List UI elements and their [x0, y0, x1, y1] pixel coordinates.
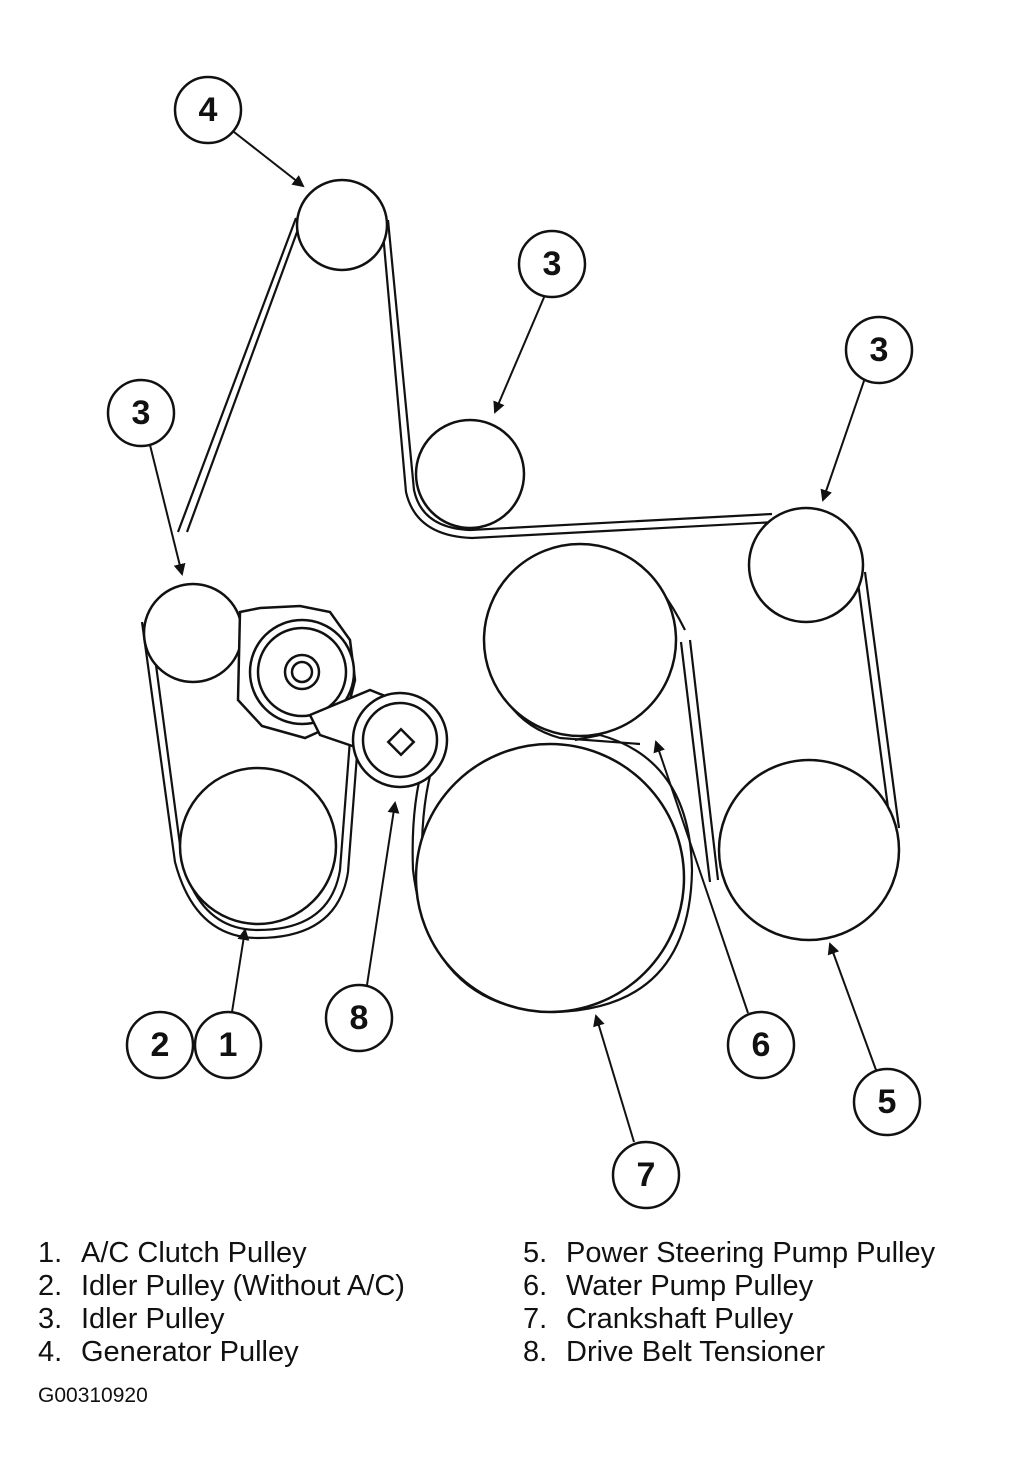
generator-pulley: [295, 178, 389, 272]
legend-label: Drive Belt Tensioner: [566, 1336, 825, 1368]
drive-belt-tensioner: [236, 604, 449, 789]
callout-5-bubble: [852, 1067, 922, 1137]
legend-label: Power Steering Pump Pulley: [566, 1237, 936, 1269]
callout-3-top-bubble: [517, 229, 587, 299]
callout-1-label: 1: [219, 1026, 238, 1064]
legend-item: 8. Drive Belt Tensioner: [523, 1336, 935, 1369]
callout-8-bubble: [324, 983, 394, 1053]
callout-5-label: 5: [878, 1083, 897, 1121]
legend-number: 3.: [38, 1303, 63, 1335]
leader-5: [827, 942, 877, 1071]
callout-6-label: 6: [752, 1026, 771, 1064]
leader-1: [231, 928, 250, 1013]
legend-label: Idler Pulley (Without A/C): [81, 1270, 405, 1302]
callout-2-bubble: [125, 1010, 195, 1080]
legend-number: 8.: [523, 1336, 548, 1368]
callout-6-bubble: [726, 1010, 796, 1080]
legend-number: 7.: [523, 1303, 548, 1335]
callout-7-bubble: [611, 1140, 681, 1210]
legend-item: 6. Water Pump Pulley: [523, 1270, 935, 1303]
legend-number: 2.: [38, 1270, 63, 1302]
legend-number: 6.: [523, 1270, 548, 1302]
power-steering-pump-pulley: [717, 758, 901, 942]
legend-item: 7. Crankshaft Pulley: [523, 1303, 935, 1336]
leader-3-left: [149, 444, 186, 576]
leader-3-top: [493, 294, 546, 414]
callout-3-top-label: 3: [543, 245, 562, 283]
leader-3-right: [820, 377, 866, 502]
legend-number: 5.: [523, 1237, 548, 1269]
idler-pulley-top: [414, 418, 526, 530]
crankshaft-pulley: [414, 742, 686, 1014]
leader-8: [366, 801, 400, 986]
legend-label: A/C Clutch Pulley: [81, 1237, 307, 1269]
legend-label: Water Pump Pulley: [566, 1270, 814, 1302]
leader-7: [593, 1014, 635, 1143]
leader-6: [653, 740, 749, 1014]
callout-7-label: 7: [637, 1156, 656, 1194]
legend-item: 4. Generator Pulley: [38, 1336, 405, 1369]
idler-pulley-left: [142, 582, 244, 684]
legend-left-column: 1. A/C Clutch Pulley 2. Idler Pulley (With…: [38, 1237, 405, 1369]
water-pump-pulley: [482, 542, 678, 738]
ac-clutch-pulley: [178, 766, 338, 926]
leader-4: [233, 131, 305, 188]
legend-label: Crankshaft Pulley: [566, 1303, 794, 1335]
legend-item: 5. Power Steering Pump Pulley: [523, 1237, 935, 1270]
callout-8-label: 8: [350, 999, 369, 1037]
legend-label: Generator Pulley: [81, 1336, 299, 1368]
callout-4-bubble: [173, 75, 243, 145]
callout-2-label: 2: [151, 1026, 170, 1064]
callout-3-left-label: 3: [132, 394, 151, 432]
callout-4-label: 4: [199, 91, 218, 129]
drive-belt-inner: [380, 221, 893, 831]
legend-number: 4.: [38, 1336, 63, 1368]
legend-label: Idler Pulley: [81, 1303, 225, 1335]
legend-item: 1. A/C Clutch Pulley: [38, 1237, 405, 1270]
figure-id: G00310920: [38, 1384, 148, 1407]
callout-3-right-bubble: [844, 315, 914, 385]
legend-number: 1.: [38, 1237, 63, 1269]
belt-routing-diagram: 4 3 3 3 2 1 8 6 5 7: [106, 75, 922, 1210]
legend-item: 2. Idler Pulley (Without A/C): [38, 1270, 405, 1303]
legend-right-column: 5. Power Steering Pump Pulley 6. Water Pum…: [523, 1237, 935, 1369]
callout-1-bubble: [193, 1010, 263, 1080]
idler-pulley-right: [747, 506, 865, 624]
callout-3-right-label: 3: [870, 331, 889, 369]
drive-belt-outer: [176, 212, 901, 852]
callout-3-left-bubble: [106, 378, 176, 448]
legend-item: 3. Idler Pulley: [38, 1303, 405, 1336]
